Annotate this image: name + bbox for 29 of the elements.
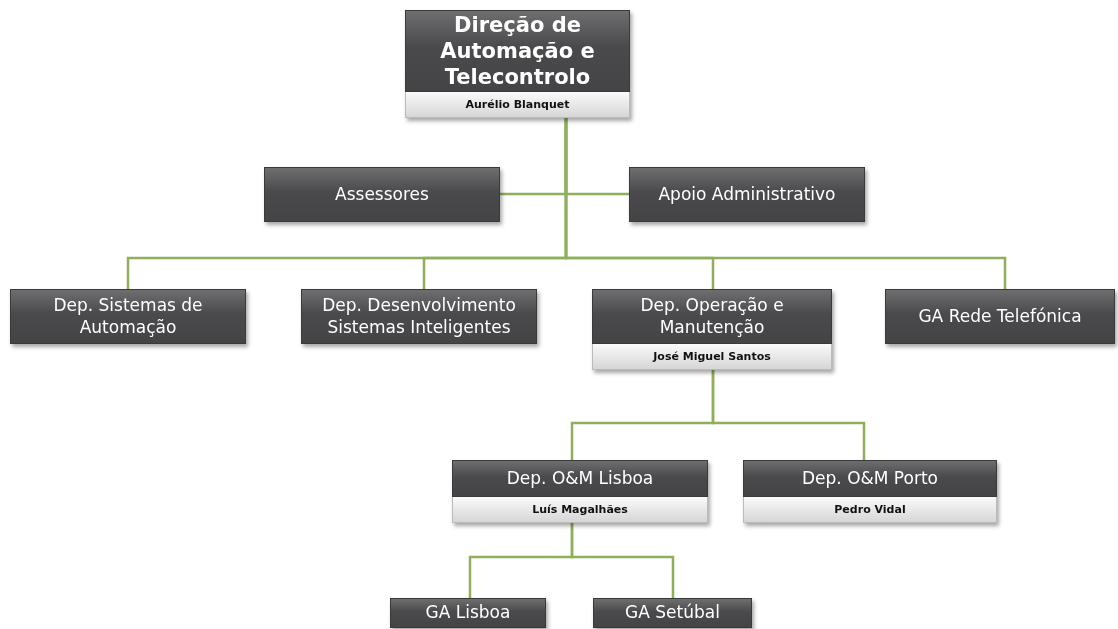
org-box	[743, 460, 997, 523]
unit-name: Direção de Automação e Telecontrolo	[439, 11, 596, 91]
org-box	[390, 598, 546, 628]
org-box	[593, 598, 752, 628]
org-box	[405, 10, 630, 118]
unit-name: Dep. Sistemas de Automação	[52, 295, 204, 338]
unit-name: Apoio Administrativo	[658, 183, 836, 206]
person-name: José Miguel Santos	[653, 350, 771, 363]
org-box	[301, 289, 537, 344]
person-name: Luís Magalhães	[532, 503, 628, 516]
org-box	[592, 289, 832, 370]
org-box	[10, 289, 246, 344]
connector-line	[711, 370, 866, 460]
org-box	[264, 167, 500, 222]
connector-line	[570, 523, 675, 598]
person-name: Aurélio Blanquet	[465, 98, 570, 111]
org-box	[452, 460, 708, 523]
unit-name: GA Lisboa	[425, 602, 511, 624]
org-box	[629, 167, 865, 222]
unit-name: Dep. Operação e Manutenção	[639, 295, 785, 338]
unit-name: Dep. Desenvolvimento Sistemas Inteligentes	[321, 295, 517, 338]
connector-line	[564, 118, 1007, 289]
unit-name: GA Rede Telefónica	[918, 305, 1082, 328]
person-name: Pedro Vidal	[834, 503, 906, 516]
unit-name: Dep. O&M Porto	[802, 467, 938, 490]
unit-name: Assessores	[335, 183, 429, 206]
unit-name: Dep. O&M Lisboa	[506, 467, 654, 490]
org-box	[885, 289, 1115, 344]
unit-name: GA Setúbal	[625, 602, 720, 624]
